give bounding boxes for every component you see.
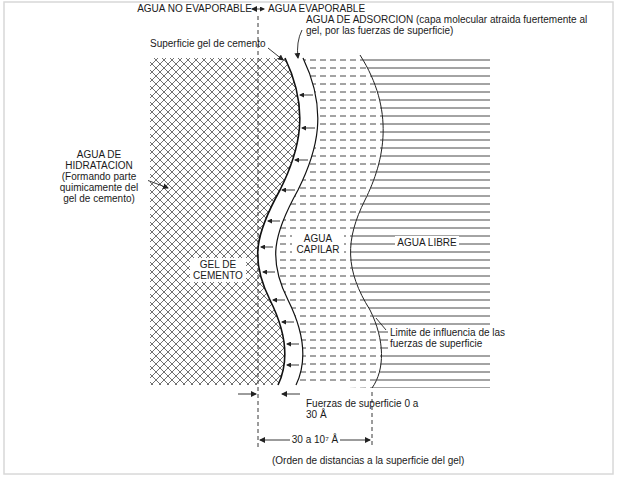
label-box: GEL DE CEMENTO: [190, 258, 246, 282]
diagram-label: Fuerzas de superficie 0 a 30 Å: [306, 398, 418, 420]
adsorption-arrow: [282, 322, 294, 323]
diagram-label: AGUA DE ADSORCION (capa molecular atraid…: [306, 14, 587, 36]
label-box: AGUA LIBRE: [392, 236, 462, 249]
adsorption-arrow: [282, 190, 295, 191]
influence-limit-curve: [351, 55, 384, 388]
label-box: AGUA DE HIDRATACION (Formando parte quim…: [50, 148, 148, 205]
leader-line: [298, 30, 303, 58]
adsorption-arrow: [273, 300, 285, 301]
diagram-label: GEL DE CEMENTO: [190, 258, 246, 282]
adsorption-arrow: [268, 221, 280, 222]
diagram-label: AGUA LIBRE: [395, 236, 458, 249]
label-box: Limite de influencia de las fuerzas de s…: [388, 326, 522, 350]
diagram-label: AGUA CAPILAR: [292, 232, 344, 256]
diagram-label: AGUA NO EVAPORABLE: [137, 3, 252, 14]
label-box: AGUA NO EVAPORABLE: [110, 3, 252, 14]
diagram-label: Superficie gel de cemento: [150, 38, 266, 49]
evaporable-divider: [258, 16, 259, 448]
adsorption-arrow: [295, 160, 308, 161]
label-box: 30 a 10⁷ Å: [280, 433, 350, 446]
label-box: (Orden de distancias a la superficie del…: [272, 455, 572, 466]
label-box: Superficie gel de cemento: [150, 38, 280, 49]
label-box: AGUA CAPILAR: [292, 232, 344, 256]
adsorption-arrow: [302, 128, 315, 129]
adsorption-arrow: [287, 344, 299, 345]
cement-gel-hatch: [150, 58, 300, 385]
gel-surface-curve: [258, 58, 300, 385]
adsorption-arrow: [263, 272, 275, 273]
label-box: AGUA DE ADSORCION (capa molecular atraid…: [306, 14, 606, 36]
force-arrow: [282, 394, 300, 395]
adsorption-layer-curve: [276, 58, 318, 385]
photo-frame: [4, 2, 613, 474]
leader-line: [376, 318, 386, 330]
label-box: AGUA EVAPORABLE: [268, 3, 408, 14]
diagram-label: 30 a 10⁷ Å: [290, 433, 340, 446]
force-arrow: [238, 394, 256, 395]
diagram-label: AGUA DE HIDRATACION (Formando parte quim…: [50, 148, 148, 205]
adsorption-arrow: [287, 365, 299, 366]
diagram-label: AGUA EVAPORABLE: [268, 3, 365, 14]
label-box: Fuerzas de superficie 0 a 30 Å: [306, 398, 422, 420]
adsorption-arrow: [261, 247, 273, 248]
adsorption-arrow: [300, 95, 313, 96]
divider-arrows: [252, 9, 264, 10]
diagram-label: Limite de influencia de las fuerzas de s…: [388, 326, 522, 350]
adsorption-arrows: [261, 95, 315, 365]
diagram-label: (Orden de distancias a la superficie del…: [272, 455, 464, 466]
leader-line: [268, 48, 283, 60]
